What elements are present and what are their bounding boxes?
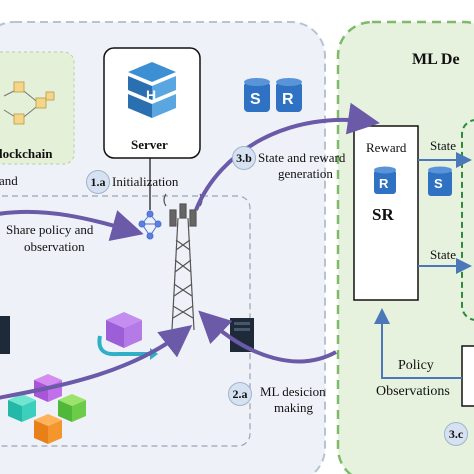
reward-label: Reward bbox=[366, 140, 407, 155]
policy-box bbox=[461, 345, 474, 407]
step-1a-badge: 1.a bbox=[86, 170, 110, 194]
step-3c-badge: 3.c bbox=[444, 422, 468, 446]
state-mid-label: State bbox=[430, 247, 456, 262]
sr-db-letter: R bbox=[379, 176, 389, 191]
server-card bbox=[103, 47, 201, 159]
observation-label: observation bbox=[24, 239, 85, 254]
db-s-letter: S bbox=[250, 91, 261, 108]
flow-arrow-share-policy bbox=[0, 209, 144, 241]
sr-db-icon bbox=[374, 166, 396, 194]
share-policy-label: Share policy and bbox=[6, 222, 94, 237]
state-top-label: State bbox=[430, 138, 456, 153]
and-label: and bbox=[0, 173, 18, 188]
step-2a-badge: 2.a bbox=[228, 382, 252, 406]
cell-tower-icon bbox=[163, 193, 203, 331]
step-3b-label-line1: State and reward bbox=[258, 150, 346, 165]
colorful-cubes-icon bbox=[8, 374, 86, 444]
flow-arrow-ml-decision bbox=[198, 310, 337, 364]
arrow-observations bbox=[374, 308, 462, 379]
db-r-icon bbox=[276, 78, 302, 112]
purple-cube-icon bbox=[97, 312, 158, 360]
sr-box bbox=[353, 125, 419, 301]
state-db-letter: S bbox=[434, 176, 443, 191]
step-3b-badge: 3.b bbox=[232, 146, 256, 170]
server-label: Server bbox=[131, 137, 168, 152]
policy-label: Policy bbox=[398, 358, 434, 373]
ml-panel-title: ML De bbox=[412, 51, 460, 68]
flow-arrow-state-reward bbox=[194, 102, 380, 211]
observations-label: Observations bbox=[376, 384, 450, 399]
flow-arrow-devices bbox=[0, 325, 193, 400]
db-s-icon bbox=[244, 78, 270, 112]
sr-label: SR bbox=[372, 205, 394, 224]
edge-panel bbox=[0, 21, 326, 474]
step-2a-label-line1: ML desicion bbox=[260, 384, 326, 399]
state-db-icon bbox=[428, 166, 452, 196]
step-2a-label-line2: making bbox=[274, 400, 313, 415]
db-r-letter: R bbox=[282, 91, 294, 108]
blockchain-label: lockchain bbox=[0, 146, 53, 161]
svg-text:H: H bbox=[146, 87, 156, 103]
blockchain-blocks-icon bbox=[13, 81, 55, 125]
server-icon: H bbox=[128, 62, 176, 118]
dark-device-left-icon bbox=[0, 316, 10, 354]
step-1a-label: Initialization bbox=[112, 174, 179, 189]
step-3b-label-line2: generation bbox=[278, 166, 333, 181]
